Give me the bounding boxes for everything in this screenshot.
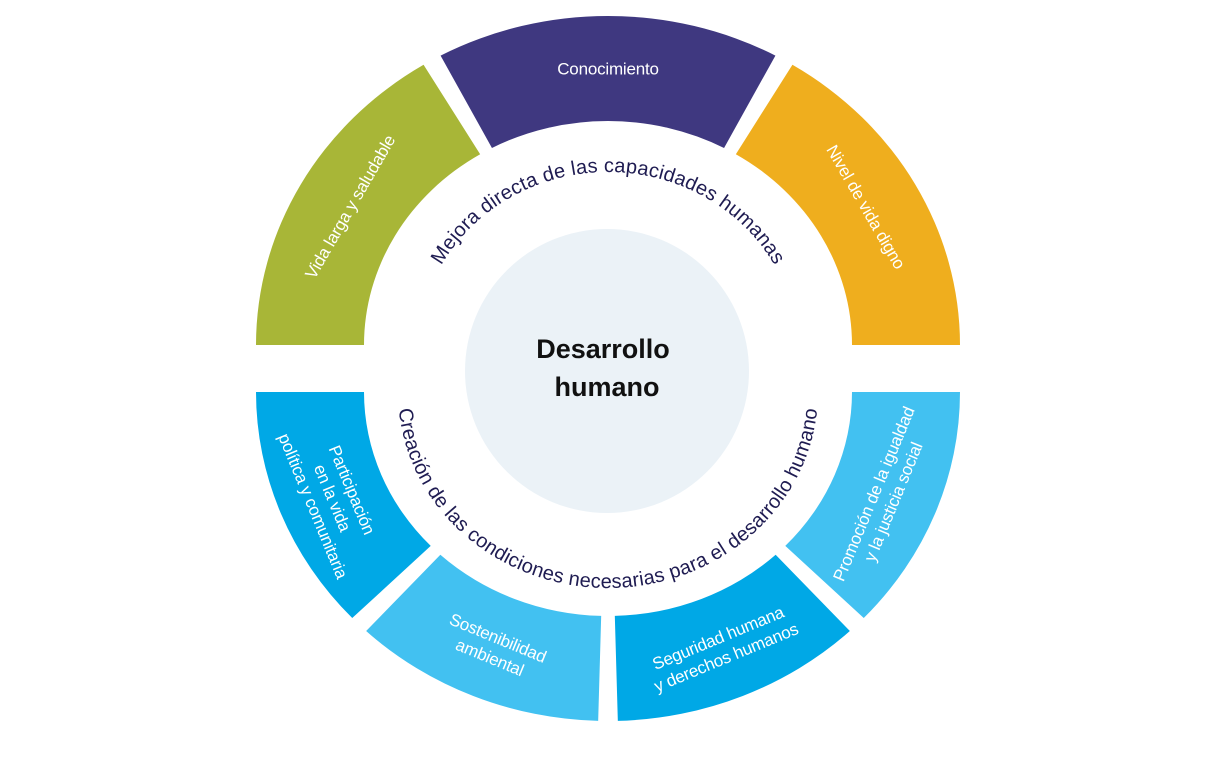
upper-ring: Vida larga y saludableConocimientoNivel …	[256, 15, 960, 346]
segment-seguridad	[614, 554, 850, 721]
segment-participacion	[256, 392, 431, 619]
segment-label-conocimiento: Conocimiento	[557, 60, 659, 79]
segment-sostenibilidad	[366, 554, 602, 721]
segment-nivel-de-vida	[735, 64, 960, 346]
segment-label-line: Conocimiento	[557, 60, 659, 79]
center-title-line2: humano	[555, 372, 660, 402]
segment-conocimiento	[440, 15, 776, 148]
segment-vida-larga	[256, 64, 481, 346]
segment-promocion	[785, 392, 960, 619]
center-circle	[465, 229, 749, 513]
lower-ring: Participaciónen la vidapolítica y comuni…	[256, 392, 960, 721]
center-title-line1: Desarrollo	[536, 334, 670, 364]
